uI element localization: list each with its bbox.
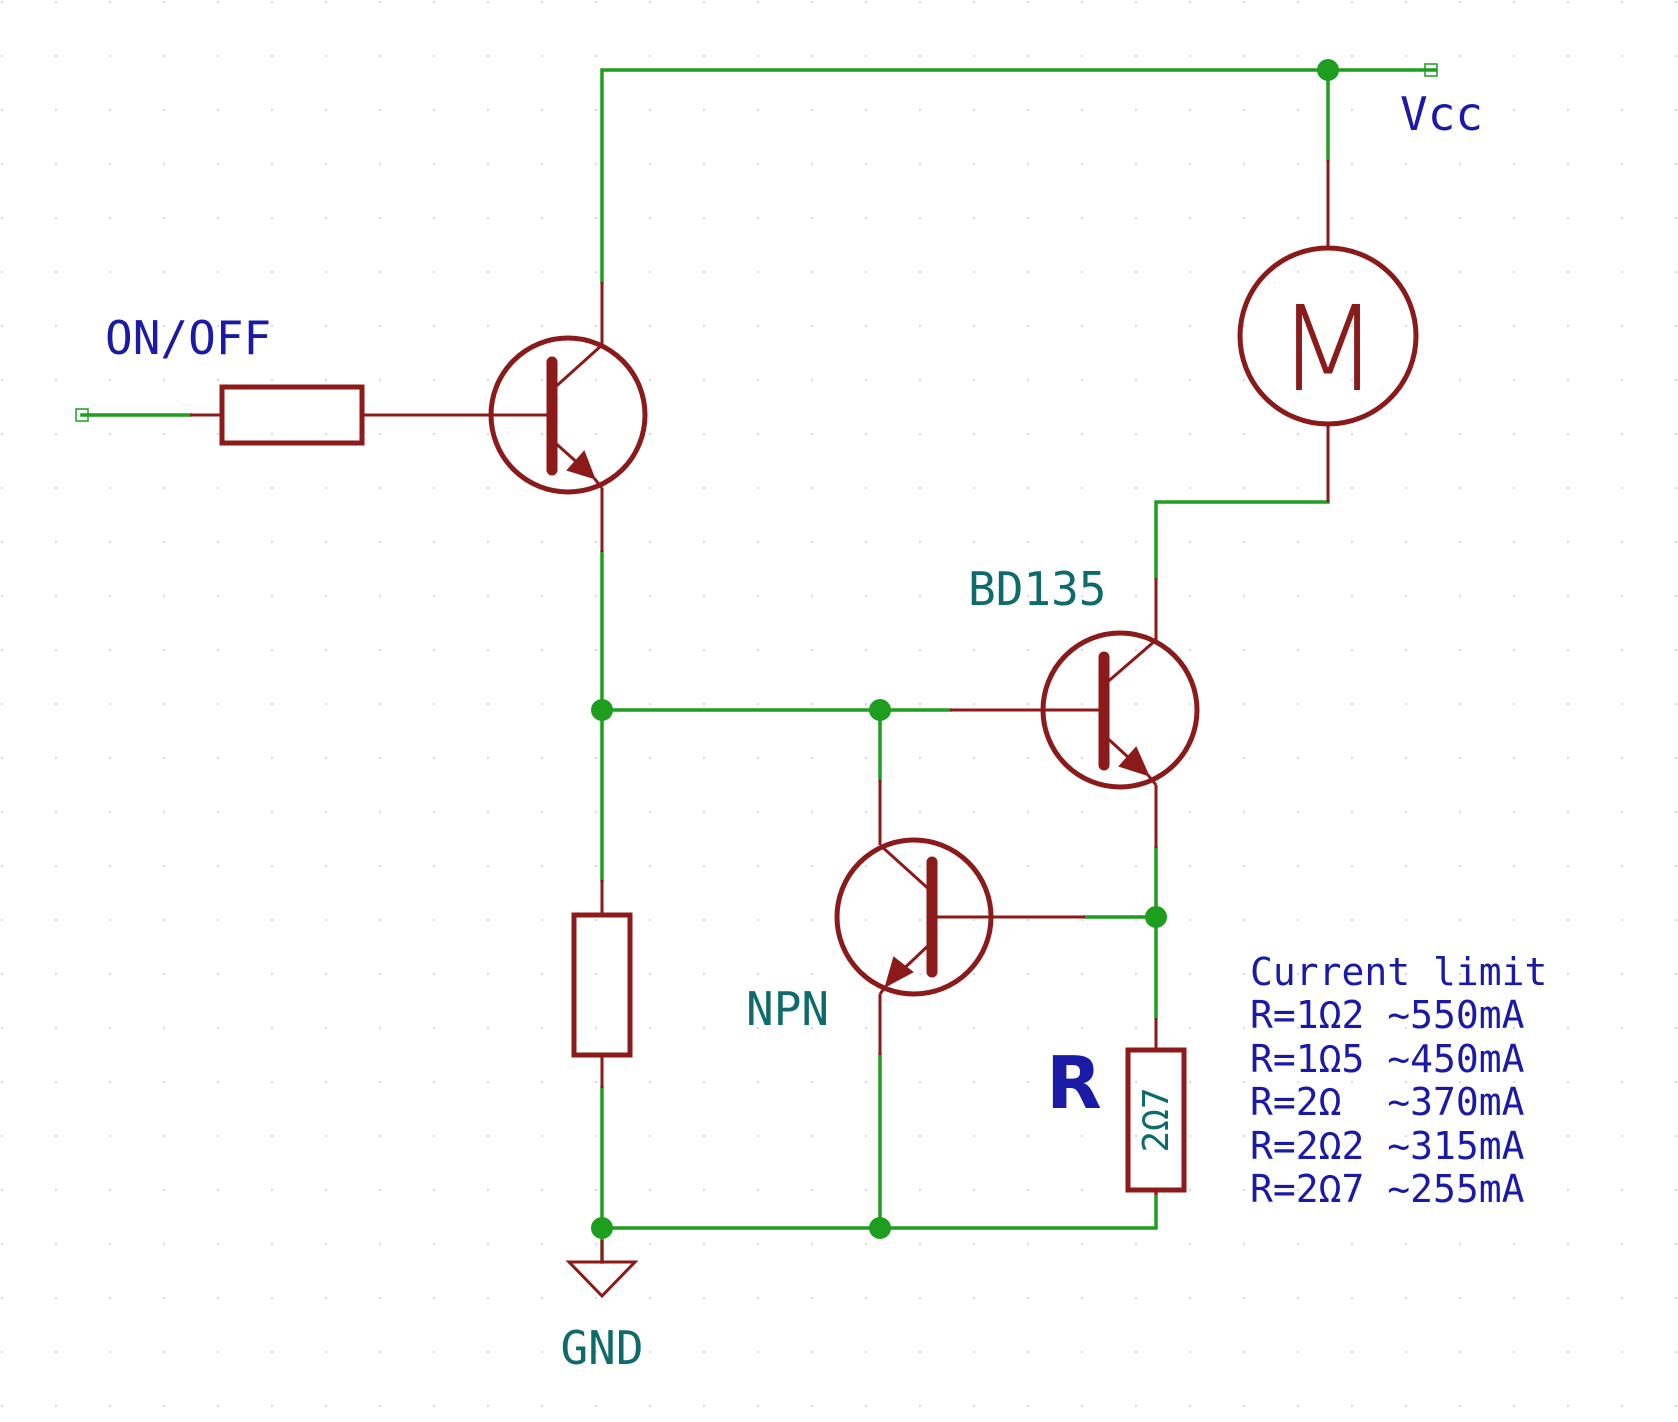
junction-gnd-left [591,1217,613,1239]
motor-letter: M [1277,280,1379,418]
gnd-label: GND [560,1321,643,1375]
transistor-bd135 [950,578,1200,848]
wire-vcc-rail [600,68,1437,284]
input-resistor [190,384,492,446]
sense-resistor-value: 2Ω7 [1136,1087,1177,1152]
junction-sense [1145,906,1167,928]
gnd-symbol [565,1240,639,1299]
wire-gnd-bus [600,1193,1158,1230]
wire-motor-to-bd135 [1154,500,1330,580]
on-off-label: ON/OFF [105,311,271,365]
current-limit-row: R=1Ω5 ~450mA [1250,1037,1525,1081]
current-limit-title: Current limit [1250,950,1547,994]
transistor-q1 [488,282,648,552]
input-pin-terminal [75,408,89,422]
current-limit-row: R=2Ω7 ~255mA [1250,1167,1525,1211]
pulldown-resistor [571,880,633,1088]
junction-q1-emitter [591,699,613,721]
transistor-npn [834,780,1085,1055]
junction-gnd-mid [869,1217,891,1239]
junctions [591,59,1339,1239]
vcc-label: Vcc [1400,87,1483,141]
npn-label: NPN [746,982,829,1036]
junction-vcc [1317,59,1339,81]
motor [1237,160,1419,502]
vcc-pin-terminal [1424,63,1438,77]
resistor-r-label: R [1046,1041,1101,1125]
sense-resistor [1125,1018,1187,1195]
bd135-label: BD135 [968,562,1106,616]
current-limit-row: R=1Ω2 ~550mA [1250,993,1525,1037]
current-limit-row: R=2Ω2 ~315mA [1250,1124,1525,1168]
current-limit-notes: Current limit R=1Ω2 ~550mA R=1Ω5 ~450mA … [1250,950,1547,1211]
wires [80,68,1437,1264]
current-limit-row: R=2Ω ~370mA [1250,1080,1525,1124]
junction-npn-collector [869,699,891,721]
